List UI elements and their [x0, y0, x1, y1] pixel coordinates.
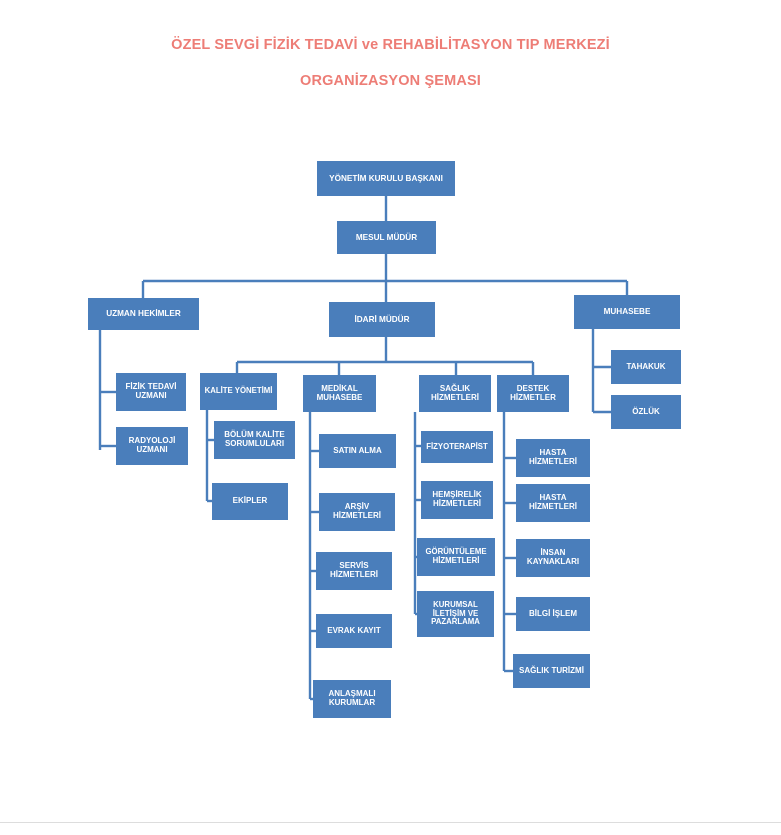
node-saglik-hizmetleri[interactable]: SAĞLIK HİZMETLERİ: [419, 375, 491, 412]
chart-title-line-2: ORGANİZASYON ŞEMASI: [300, 72, 481, 89]
node-evrak-kayit[interactable]: EVRAK KAYIT: [316, 614, 392, 648]
page-bottom-rule: [0, 822, 781, 823]
node-insan-kaynaklari[interactable]: İNSAN KAYNAKLARI: [516, 539, 590, 577]
node-ekipler[interactable]: EKİPLER: [212, 483, 288, 520]
node-hasta-hizmetleri-2[interactable]: HASTA HİZMETLERİ: [516, 484, 590, 522]
node-muhasebe[interactable]: MUHASEBE: [574, 295, 680, 329]
node-uzman-hekimler[interactable]: UZMAN HEKİMLER: [88, 298, 199, 330]
node-hasta-hizmetleri-1[interactable]: HASTA HİZMETLERİ: [516, 439, 590, 477]
node-kalite-yonetimi[interactable]: KALİTE YÖNETİMİ: [200, 373, 277, 410]
node-medikal-muhasebe[interactable]: MEDİKAL MUHASEBE: [303, 375, 376, 412]
node-hemsirelik-hizmetleri[interactable]: HEMŞİRELİK HİZMETLERİ: [421, 481, 493, 519]
node-idari-mudur[interactable]: İDARİ MÜDÜR: [329, 302, 435, 337]
node-kurumsal-iletisim-ve-pazarlama[interactable]: KURUMSAL İLETİŞİM VE PAZARLAMA: [417, 591, 494, 637]
node-destek-hizmetler[interactable]: DESTEK HİZMETLER: [497, 375, 569, 412]
chart-title-line-1: ÖZEL SEVGİ FİZİK TEDAVİ ve REHABİLİTASYO…: [171, 37, 610, 53]
node-anlasmali-kurumlar[interactable]: ANLAŞMALI KURUMLAR: [313, 680, 391, 718]
node-bolum-kalite-sorumlulari[interactable]: BÖLÜM KALİTE SORUMLULARI: [214, 421, 295, 459]
node-mesul-mudur[interactable]: MESUL MÜDÜR: [337, 221, 436, 254]
chart-title-block: ÖZEL SEVGİ FİZİK TEDAVİ ve REHABİLİTASYO…: [0, 37, 781, 90]
node-bilgi-islem[interactable]: BİLGİ İŞLEM: [516, 597, 590, 631]
node-arsiv-hizmetleri[interactable]: ARŞİV HİZMETLERİ: [319, 493, 395, 531]
node-goruntuleme-hizmetleri[interactable]: GÖRÜNTÜLEME HİZMETLERİ: [417, 538, 495, 576]
node-fizyoterapist[interactable]: FİZYOTERAPİST: [421, 431, 493, 463]
node-radyoloji-uzmani[interactable]: RADYOLOJİ UZMANI: [116, 427, 188, 465]
node-yonetim-kurulu-baskani[interactable]: YÖNETİM KURULU BAŞKANI: [317, 161, 455, 196]
node-servis-hizmetleri[interactable]: SERVİS HİZMETLERİ: [316, 552, 392, 590]
node-ozluk[interactable]: ÖZLÜK: [611, 395, 681, 429]
node-tahakuk[interactable]: TAHAKUK: [611, 350, 681, 384]
node-fizik-tedavi-uzmani[interactable]: FİZİK TEDAVİ UZMANI: [116, 373, 186, 411]
node-satin-alma[interactable]: SATIN ALMA: [319, 434, 396, 468]
node-saglik-turizmi[interactable]: SAĞLIK TURİZMİ: [513, 654, 590, 688]
